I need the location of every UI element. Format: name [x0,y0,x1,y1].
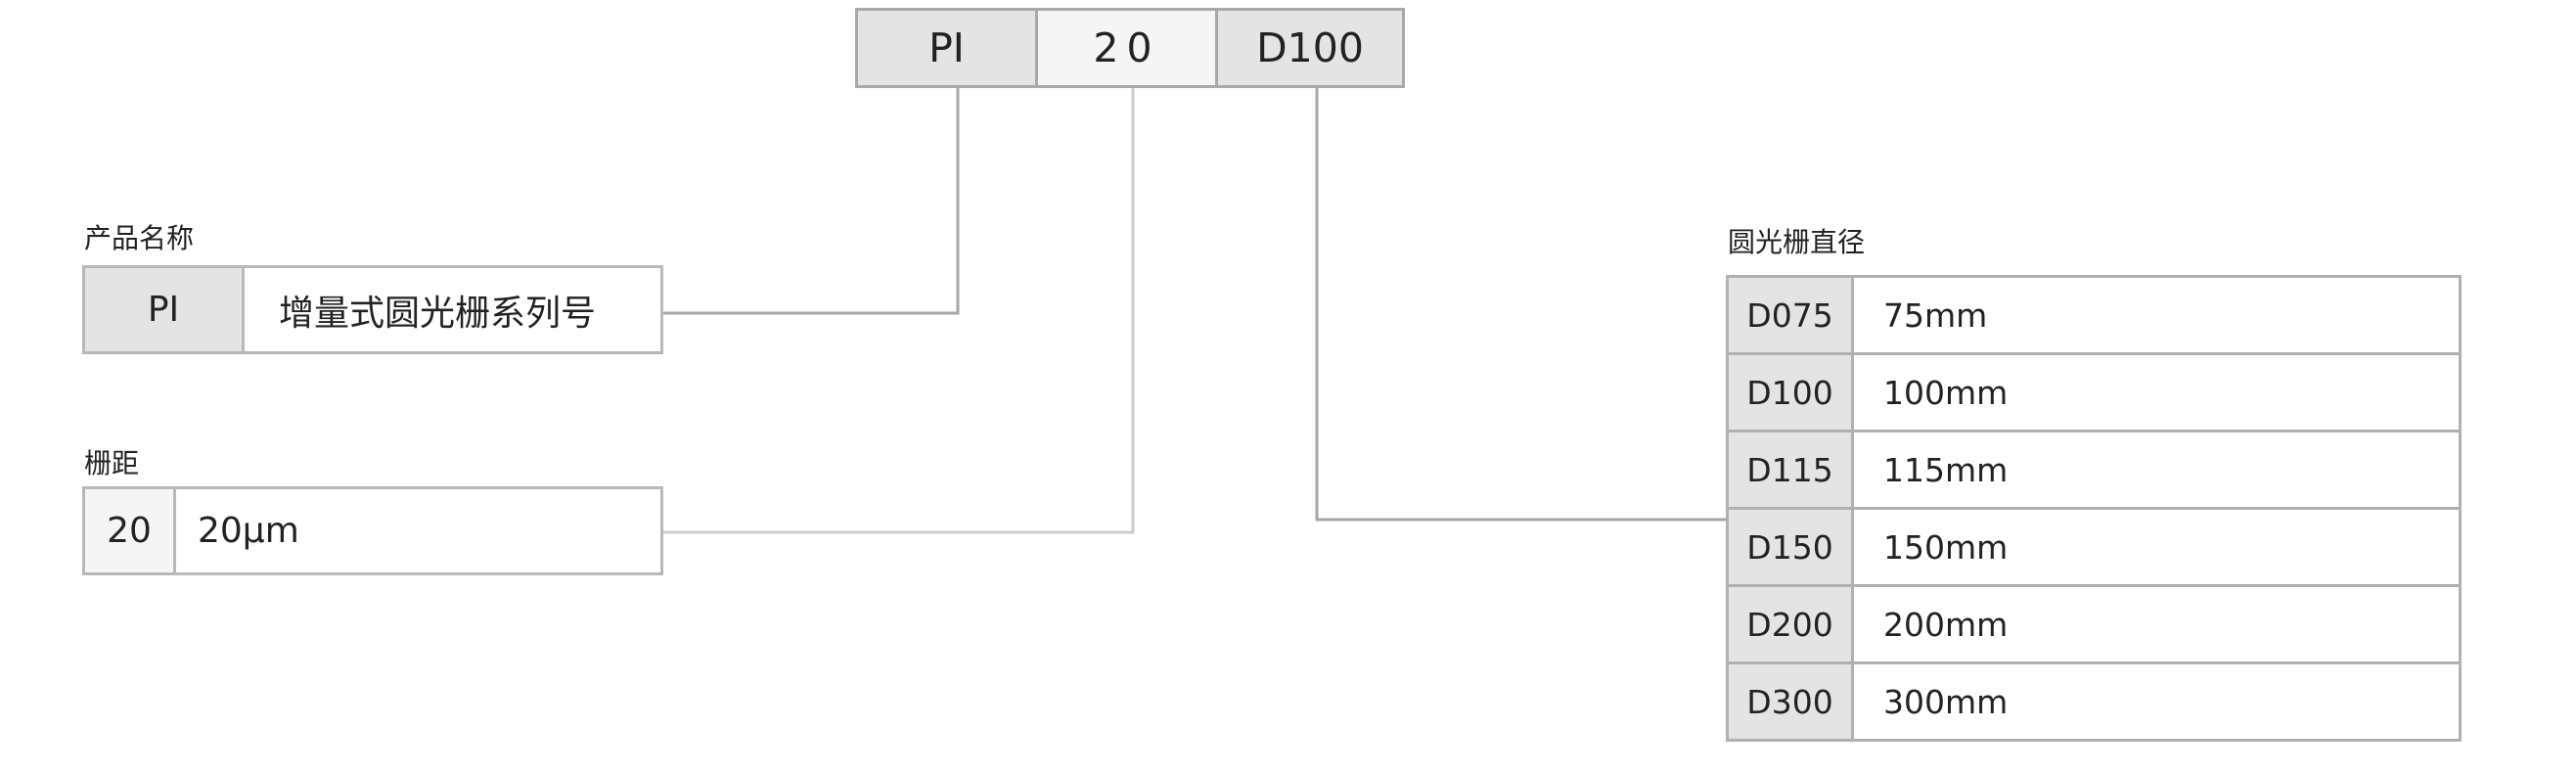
code-segment-diameter-text: D100 [1256,24,1364,71]
table-row: D200 200mm [1726,584,2462,664]
diameter-code: D300 [1726,661,1854,742]
product-name-label: 产品名称 [84,222,195,254]
code-segment-pitch: 20 [1035,8,1218,88]
diameter-code: D150 [1726,507,1854,587]
code-segment-product-text: PI [928,24,965,71]
connector-product-name [661,88,960,315]
table-row: D100 100mm [1726,352,2462,432]
diameter-label: 圆光栅直径 [1728,226,1866,258]
diameter-code: D075 [1726,275,1854,355]
diameter-value: 75mm [1851,275,2462,355]
diameter-value: 100mm [1851,352,2462,432]
diameter-code: D100 [1726,352,1854,432]
table-row: D075 75mm [1726,275,2462,355]
diameter-value: 150mm [1851,507,2462,587]
product-name-code: PI [85,268,245,351]
connector-pitch [661,88,1135,534]
code-segment-pitch-text: 20 [1093,24,1160,71]
pitch-code: 20 [85,489,176,572]
code-segment-diameter: D100 [1215,8,1405,88]
pitch-label: 栅距 [84,447,140,479]
diameter-value: 200mm [1851,584,2462,664]
diameter-code: D115 [1726,430,1854,510]
diameter-value: 115mm [1851,430,2462,510]
table-row: D115 115mm [1726,430,2462,510]
table-row: D150 150mm [1726,507,2462,587]
diameter-value: 300mm [1851,661,2462,742]
diameter-code: D200 [1726,584,1854,664]
pitch-description: 20μm [198,511,299,551]
table-row: D300 300mm [1726,661,2462,742]
diameter-table: D075 75mm D100 100mm D115 115mm D150 150… [1726,275,2462,742]
product-name-description: 增量式圆光栅系列号 [279,293,597,334]
product-name-row: PI 增量式圆光栅系列号 [82,265,663,354]
code-segment-product: PI [855,8,1038,88]
pitch-row: 20 20μm [82,486,663,575]
connector-diameter [1315,88,1728,522]
